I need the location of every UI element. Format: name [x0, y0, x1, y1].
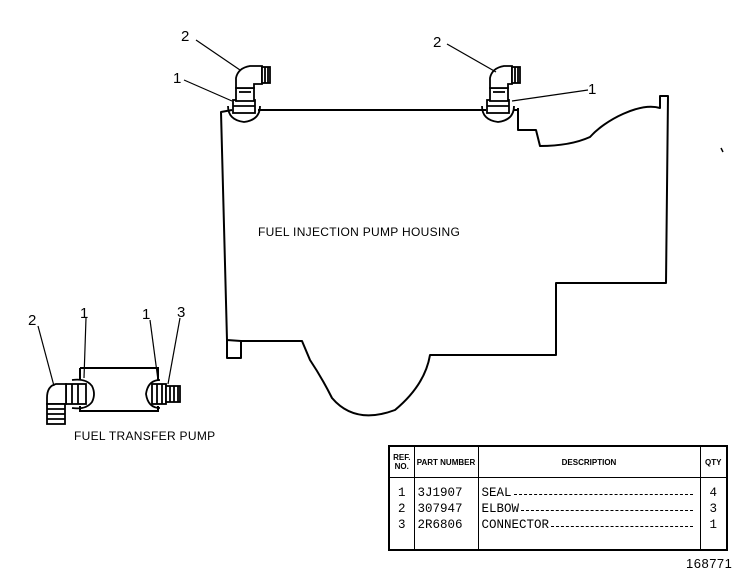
- callout-pump-connector: 3: [177, 304, 185, 321]
- callout-pump-left-elbow: 2: [28, 312, 36, 329]
- callout-housing-right-elbow: 2: [433, 34, 441, 51]
- row-qty: 4: [709, 486, 717, 500]
- pump-left-elbow-icon: [46, 378, 95, 425]
- header-description: DESCRIPTION: [478, 447, 701, 478]
- housing-left-elbow-icon: [227, 65, 271, 123]
- callout-housing-left-seal: 1: [173, 70, 181, 87]
- row-description: ELBOW: [478, 501, 701, 517]
- figure-number: 168771: [686, 556, 733, 571]
- table-row: 2 307947 ELBOW 3: [390, 501, 726, 517]
- row-description: CONNECTOR: [478, 517, 701, 533]
- callout-housing-left-elbow: 2: [181, 28, 189, 45]
- parts-table: REF. NO. PART NUMBER DESCRIPTION QTY 1 3…: [388, 445, 728, 551]
- row-ref: 3: [390, 517, 415, 533]
- header-qty: QTY: [700, 447, 726, 478]
- row-qty: 3: [709, 502, 717, 516]
- table-row: 3 2R6806 CONNECTOR 1: [390, 517, 726, 533]
- header-part: PART NUMBER: [414, 447, 479, 478]
- callout-pump-right-seal: 1: [142, 306, 150, 323]
- row-ref: 2: [390, 501, 415, 517]
- callout-pump-left-seal: 1: [80, 305, 88, 322]
- row-part: 2R6806: [414, 517, 479, 533]
- transfer-pump-label: FUEL TRANSFER PUMP: [74, 429, 215, 443]
- row-part: 307947: [414, 501, 479, 517]
- row-ref: 1: [390, 485, 415, 501]
- pump-connector-icon: [145, 379, 181, 409]
- row-qty: 1: [709, 518, 717, 532]
- callout-housing-right-seal: 1: [588, 81, 596, 98]
- housing-label: FUEL INJECTION PUMP HOUSING: [258, 225, 460, 239]
- table-row: 1 3J1907 SEAL 4: [390, 485, 726, 501]
- pump-housing-outline: [220, 95, 669, 417]
- housing-right-elbow-icon: [481, 65, 521, 123]
- row-description: SEAL: [478, 485, 701, 501]
- row-part: 3J1907: [414, 485, 479, 501]
- header-ref: REF. NO.: [390, 447, 415, 478]
